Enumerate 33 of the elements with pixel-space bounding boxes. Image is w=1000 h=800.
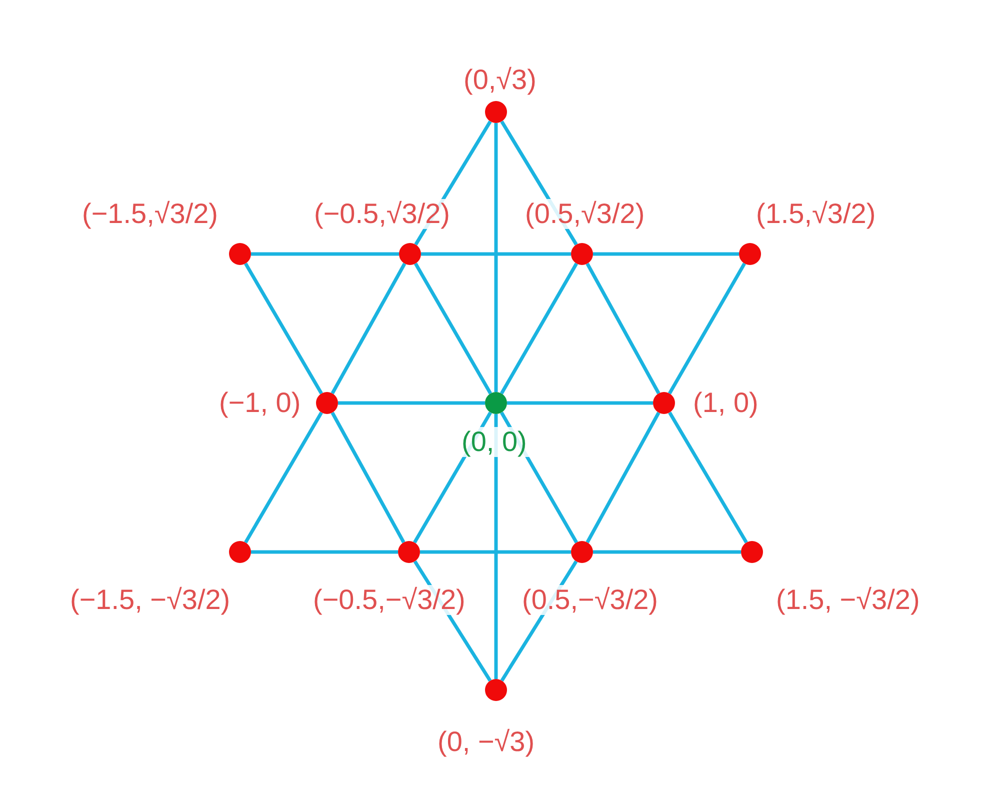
- point-dot: [398, 541, 420, 563]
- point-dot: [741, 541, 763, 563]
- line-segment: [420, 550, 571, 554]
- line-segment: [494, 414, 498, 679]
- line-segment: [668, 412, 748, 544]
- line-segment: [244, 412, 323, 544]
- point-dot: [229, 243, 251, 265]
- line-segment: [668, 262, 746, 394]
- line-segment: [330, 412, 406, 544]
- line-segment: [507, 401, 653, 405]
- point-dot: [571, 541, 593, 563]
- point-dot: [485, 392, 507, 414]
- line-segment: [500, 262, 578, 394]
- line-segment: [494, 123, 498, 392]
- point-dot: [316, 392, 338, 414]
- line-segment: [244, 262, 323, 394]
- point-dot: [653, 392, 675, 414]
- line-segment: [593, 550, 741, 554]
- point-dot: [739, 243, 761, 265]
- point-dot: [485, 679, 507, 701]
- line-segment: [338, 401, 485, 405]
- point-dot: [571, 243, 593, 265]
- line-segment: [251, 252, 399, 256]
- point-dot: [229, 541, 251, 563]
- line-segment: [414, 262, 492, 394]
- point-dot: [485, 101, 507, 123]
- line-segment: [251, 550, 398, 554]
- point-dot: [399, 243, 421, 265]
- line-segment: [586, 412, 660, 544]
- line-segment: [330, 262, 406, 394]
- line-segment: [421, 252, 571, 256]
- line-segment: [593, 252, 739, 256]
- line-segment: [586, 262, 660, 394]
